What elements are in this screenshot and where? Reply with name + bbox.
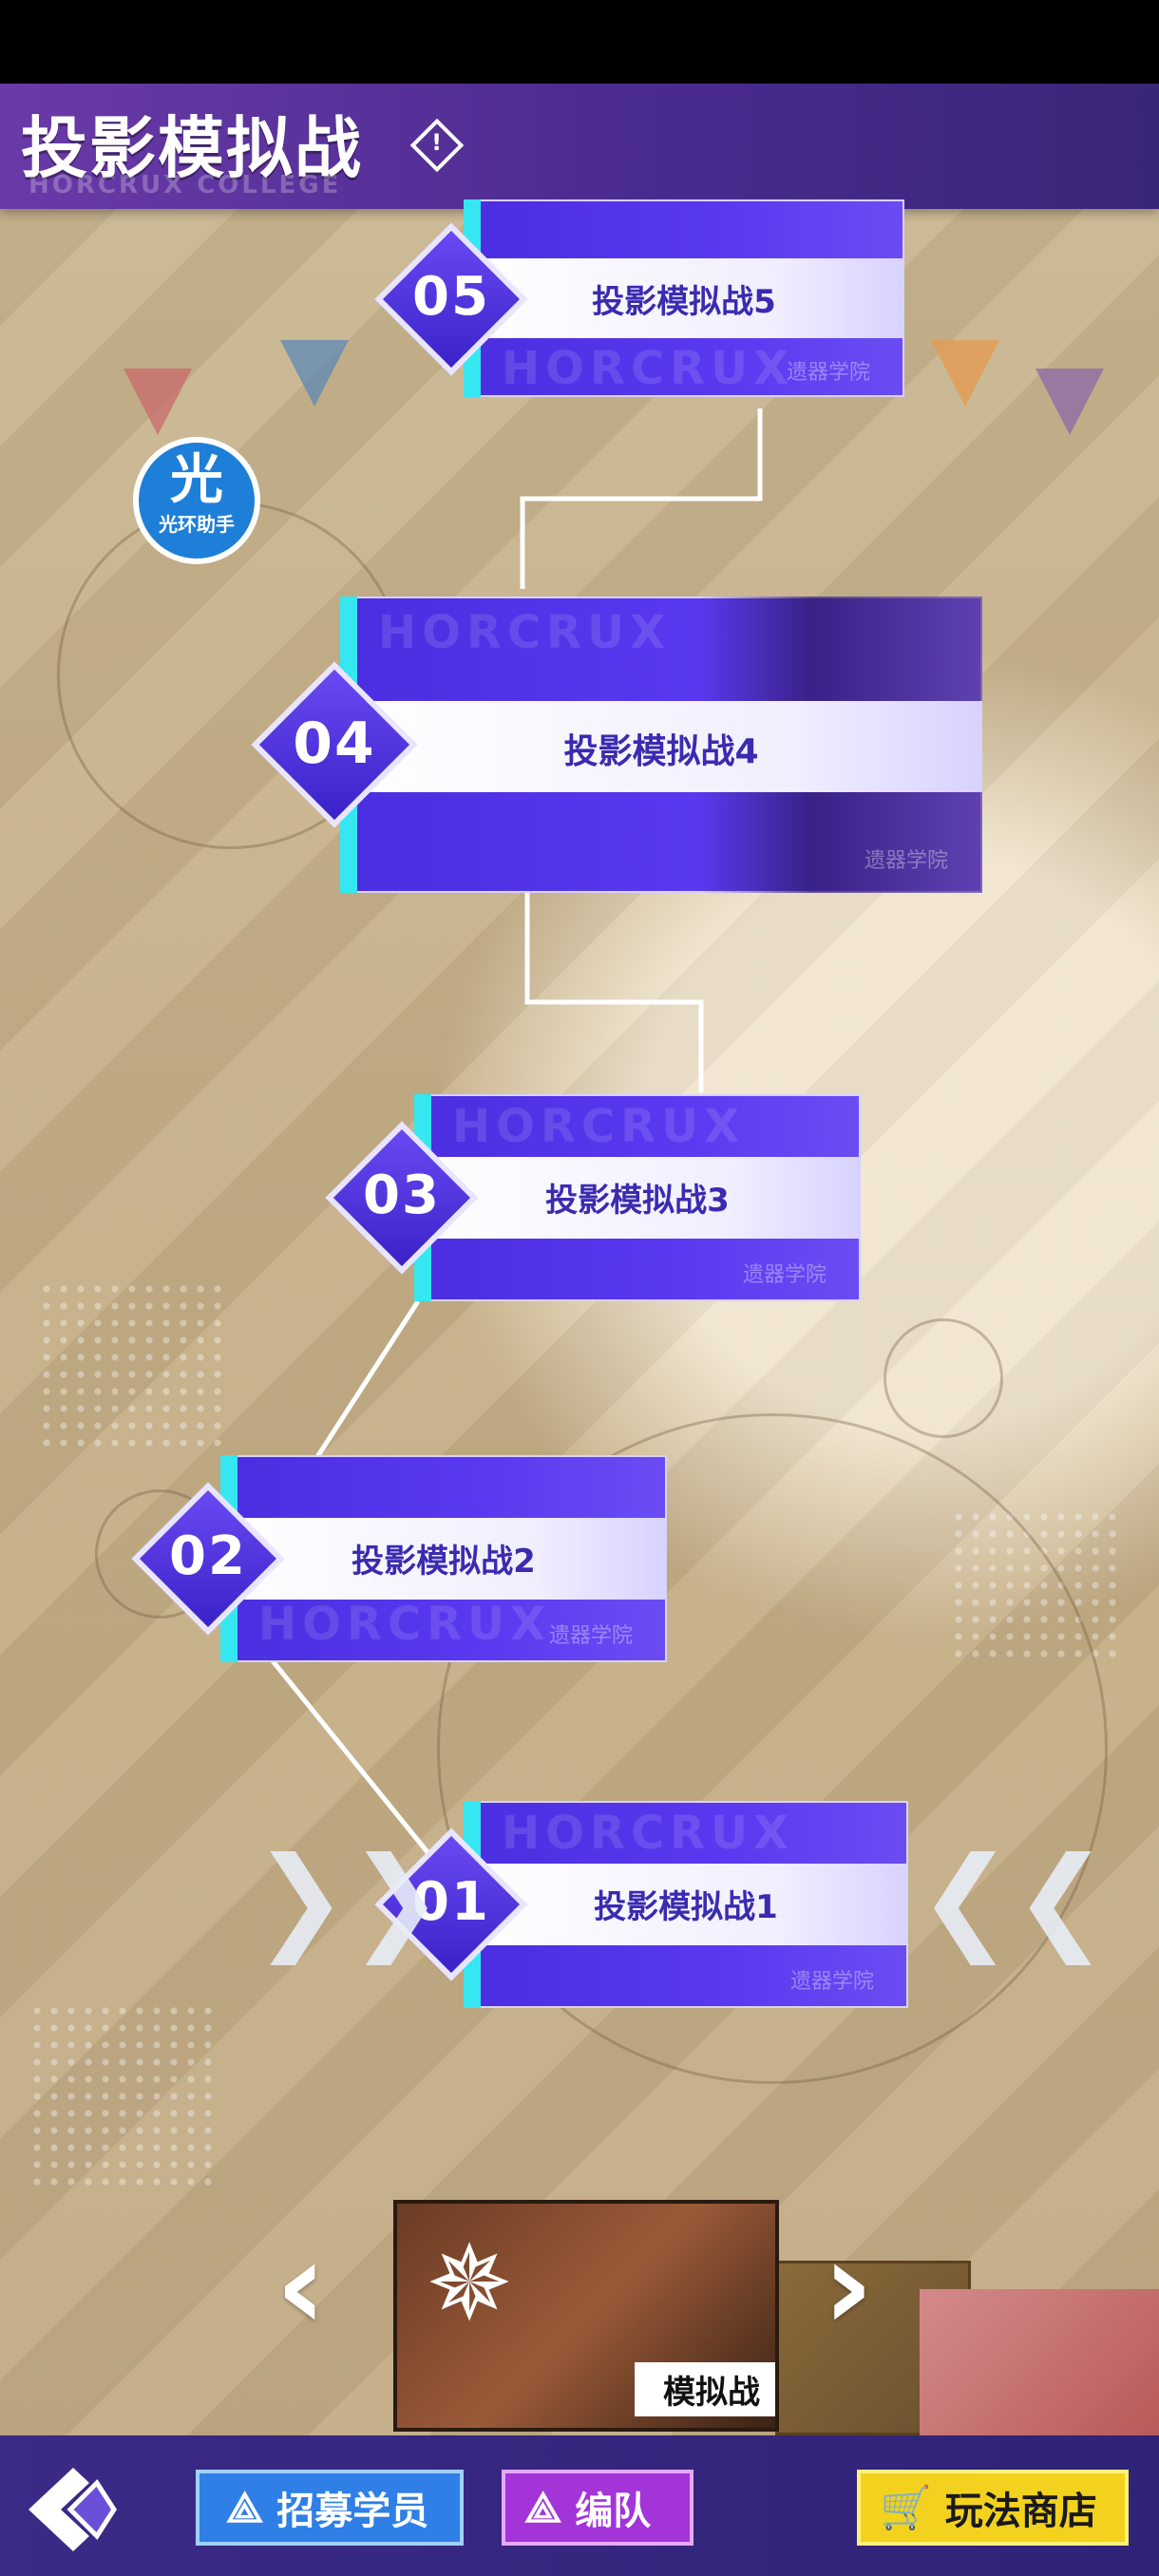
team-button[interactable]: ⟁ 编队 [502, 2470, 694, 2546]
stage-badge-05: 05 [374, 222, 528, 376]
stage-badge-02: 02 [131, 1482, 285, 1636]
page-header: 投影模拟战 HORCRUX COLLEGE ! [0, 84, 1159, 209]
carousel-prev-button[interactable]: ‹ [276, 2213, 327, 2358]
assistant-floating-button[interactable]: 光 光环助手 [133, 437, 260, 564]
stage-name: 投影模拟战3 [545, 1182, 730, 1220]
stage-card-01[interactable]: HORCRUX 投影模拟战1 遗器学院 [464, 1801, 908, 2008]
stage-number: 03 [363, 1165, 441, 1226]
stage-card-05[interactable]: HORCRUX 投影模拟战5 遗器学院 [464, 199, 904, 397]
selection-chevrons-right-icon: ❮❮ [918, 1833, 1110, 1965]
page-subtitle: HORCRUX COLLEGE [28, 171, 342, 199]
stage-badge-03: 03 [325, 1121, 479, 1275]
recruit-button[interactable]: ⟁ 招募学员 [196, 2470, 464, 2546]
star-emblem-icon: ✵ [426, 2223, 514, 2344]
status-bar [0, 0, 1159, 84]
stage-name: 投影模拟战1 [594, 1888, 778, 1926]
stage-number: 02 [169, 1525, 247, 1587]
stage-number: 04 [293, 710, 376, 777]
page-title: 投影模拟战 [21, 109, 363, 187]
mode-card-label: 模拟战 [635, 2362, 775, 2416]
stage-name: 投影模拟战5 [592, 283, 776, 321]
stage-number: 05 [412, 266, 490, 328]
stage-name: 投影模拟战2 [352, 1543, 536, 1581]
stage-card-03[interactable]: HORCRUX 投影模拟战3 遗器学院 [414, 1094, 861, 1301]
stage-badge-01: 01 [374, 1828, 528, 1981]
stage-card-04[interactable]: HORCRUX 投影模拟战4 遗器学院 [340, 597, 982, 893]
mode-card-selected[interactable]: ✵ 模拟战 [393, 2200, 779, 2432]
mode-thumbnail-after[interactable] [920, 2289, 1159, 2435]
cart-icon: 🛒 [880, 2484, 932, 2532]
stage-number: 01 [412, 1871, 490, 1933]
assistant-glyph: 光 [170, 449, 223, 511]
carousel-next-button[interactable]: › [823, 2213, 874, 2358]
stage-card-02[interactable]: HORCRUX 投影模拟战2 遗器学院 [220, 1455, 667, 1662]
stage-badge-04: 04 [251, 661, 418, 828]
selection-chevrons-left-icon: ❯❯ [253, 1833, 445, 1965]
back-arrow-icon[interactable] [21, 2462, 125, 2557]
stage-name: 投影模拟战4 [563, 732, 759, 771]
recruit-icon: ⟁ [226, 2483, 264, 2532]
shop-button[interactable]: 🛒 玩法商店 [857, 2470, 1129, 2546]
team-icon: ⟁ [524, 2483, 562, 2532]
assistant-label: 光环助手 [159, 513, 235, 536]
